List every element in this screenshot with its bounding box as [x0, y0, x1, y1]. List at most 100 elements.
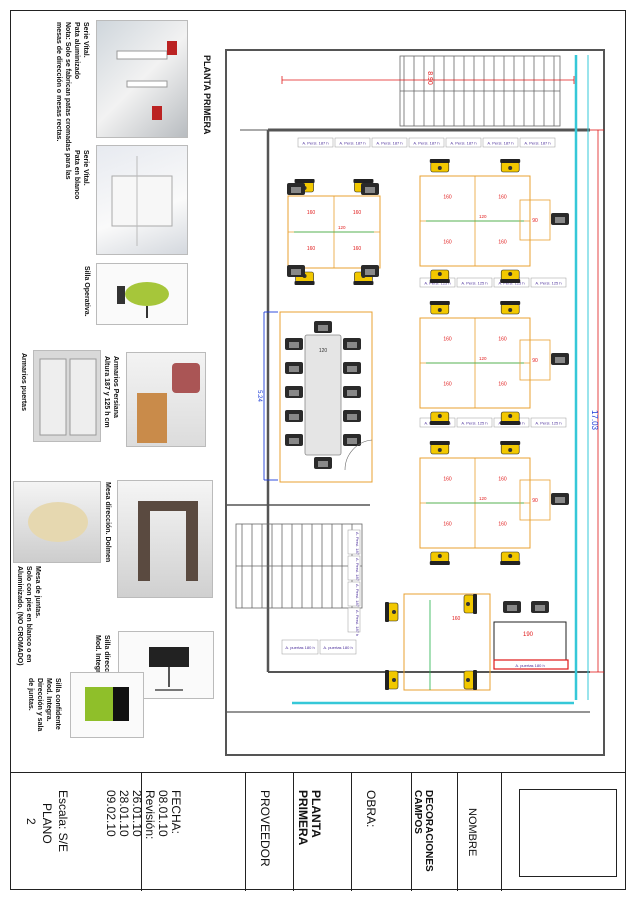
desk-dim-a-2: 160	[307, 246, 316, 252]
cabinet-187-row-5: A. Persi. 187 h	[487, 141, 513, 146]
tb-col-nombre	[501, 773, 502, 891]
chair-bot-b-1	[500, 269, 521, 283]
tb-revision-2: 28.01.10	[117, 790, 131, 837]
top-staircase	[399, 55, 561, 127]
legend-mesa-juntas: Mesa de juntas. Solo con pies en blanco …	[16, 566, 41, 666]
cabinet-187-row-0: A. Persi. 187 h	[302, 141, 328, 146]
meeting-table-dim: 120	[319, 348, 328, 354]
chair-bot-d-0	[429, 551, 450, 565]
desk-dim-b-3: 160	[498, 240, 507, 246]
desk-dim-b-2: 160	[443, 240, 452, 246]
meet-chair-l-4	[285, 434, 303, 446]
tb-plan-name: PLANTA PRIMERA	[296, 790, 323, 846]
cabinet-125-row-b-1: A. Persi. 125 h	[461, 421, 487, 426]
cabinet-187-row-4: A. Persi. 187 h	[450, 141, 476, 146]
cabinet-187-row-2: A. Persi. 187 h	[376, 141, 402, 146]
tb-nombre: NOMBRE	[466, 808, 478, 857]
tb-col-plan	[351, 773, 352, 891]
cabinet-125-row-b-3: A. Persi. 125 h	[535, 421, 561, 426]
meet-chair-l-0	[285, 338, 303, 350]
cabinet-doors-row-1: A. puertas 180 h	[323, 645, 352, 650]
desk-dim-d-2: 160	[443, 522, 452, 528]
lower-desk-dim: 160	[452, 616, 461, 622]
photo-serie-vital-blanco	[96, 145, 188, 255]
chair-bot-b-0	[429, 269, 450, 283]
left-chair-2	[287, 265, 305, 277]
side-chair-2	[551, 493, 569, 505]
visitor-chair-icon	[85, 687, 129, 721]
desk-dim-c-2: 160	[443, 382, 452, 388]
left-chair-0	[287, 183, 305, 195]
cabinet-187-row-3: A. Persi. 187 h	[413, 141, 439, 146]
director-chair-icon	[149, 647, 189, 691]
desk-gap-a: 120	[338, 225, 346, 230]
desk-dim-c-1: 160	[498, 337, 507, 343]
cabinet-125-row-a-1: A. Persi. 125 h	[461, 281, 487, 286]
cabinet-vertical-2: A. Persi. 187 h	[355, 584, 360, 610]
legend-mesa-direccion: Mesa dirección. Dolmen	[104, 482, 111, 563]
photo-mesa-juntas	[13, 481, 101, 563]
cabinet-image-icon	[137, 363, 200, 443]
legend-armarios-persiana: Armarios Persiana Altura 187 y 125 h cm	[103, 356, 119, 428]
chair-top-c-1	[500, 301, 521, 315]
cabinet-187-row-1: A. Persi. 187 h	[339, 141, 365, 146]
desk-gap-d: 120	[479, 496, 487, 501]
tb-revision-label: Revisión:	[143, 790, 157, 840]
tb-revision-1: 26.01.10	[130, 790, 144, 837]
lower-chair-0	[385, 602, 399, 622]
total-length-label: 17.03	[590, 410, 599, 431]
logo-box	[519, 789, 617, 877]
operative-chair-icon	[117, 282, 169, 318]
windows	[292, 55, 589, 705]
lower-staircase	[235, 523, 363, 609]
legend-armarios-puertas: Armarios puertas	[20, 353, 27, 411]
desk-dim-a-3: 160	[353, 246, 362, 252]
photo-armarios-puertas	[33, 350, 101, 442]
tb-fecha-label: FECHA:	[169, 790, 183, 835]
chair-top-b-0	[429, 159, 450, 173]
chair-bot-c-0	[429, 411, 450, 425]
meet-chair-head-bot	[314, 457, 332, 469]
cabinet-187-row-6: A. Persi. 187 h	[524, 141, 550, 146]
visitor-chair-1	[531, 601, 549, 613]
desk-dim-a-1: 160	[353, 210, 362, 216]
desk-cluster-d: 160 160 160 160 120	[419, 441, 531, 565]
chair-bot-d-1	[500, 551, 521, 565]
meet-chair-r-4	[343, 434, 361, 446]
chair-top-d-1	[500, 441, 521, 455]
side-chair-0	[551, 213, 569, 225]
photo-serie-vital-alu	[96, 20, 188, 138]
chair-top-b-1	[500, 159, 521, 173]
tb-col-dates	[141, 773, 142, 891]
photo-armarios-persiana	[126, 352, 206, 447]
side-desk-0: 90	[519, 199, 569, 241]
tb-col-client	[457, 773, 458, 891]
lower-chair-3	[463, 670, 477, 690]
meet-chair-head-top	[314, 321, 332, 333]
title-block	[10, 772, 626, 891]
tb-proveedor: PROVEEDOR	[258, 790, 272, 867]
desk-dim-c-3: 160	[498, 382, 507, 388]
tb-plano-label: PLANO	[40, 803, 54, 844]
walls	[225, 49, 605, 756]
desk-dim-d-1: 160	[498, 477, 507, 483]
chair-top-d-0	[429, 441, 450, 455]
side-chair-1	[551, 353, 569, 365]
white-table-icon	[111, 156, 173, 246]
meet-chair-r-0	[343, 338, 361, 350]
tb-escala: Escala: S/E	[56, 790, 70, 853]
plan-title: PLANTA PRIMERA	[202, 55, 212, 135]
stair-dimension: 8.90	[281, 71, 575, 85]
cabinet-vertical-3: A. Persi. 187 h	[355, 610, 360, 636]
meet-chair-r-2	[343, 386, 361, 398]
desk-dim-d-3: 160	[498, 522, 507, 528]
desk-gap-b: 120	[479, 214, 487, 219]
desk-gap-c: 120	[479, 356, 487, 361]
tb-revision-3: 09.02.10	[104, 790, 118, 837]
desk-dim-d-0: 160	[443, 477, 452, 483]
chair-top-c-0	[429, 301, 450, 315]
legend-serie-vital-blanco: Serie Vital. Pata en blanco	[73, 150, 89, 200]
